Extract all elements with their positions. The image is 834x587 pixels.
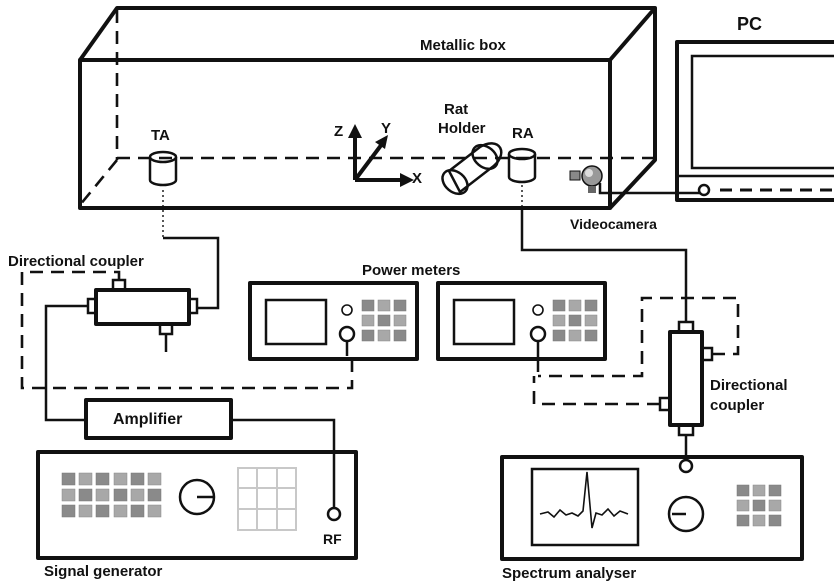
- directional-coupler-right-label-line1: Directional: [710, 377, 788, 394]
- signal-generator-label: Signal generator: [44, 563, 163, 580]
- directional-coupler-left-label: Directional coupler: [8, 253, 144, 270]
- power-meters-label: Power meters: [362, 262, 460, 279]
- signal-generator: [36, 450, 358, 560]
- directional-coupler-right: [658, 320, 714, 437]
- rat-holder-label-line2: Holder: [438, 120, 486, 137]
- spectrum-analyser-label: Spectrum analyser: [502, 565, 636, 582]
- receiving-antenna-icon: [507, 147, 537, 184]
- rat-holder-icon: [441, 142, 503, 196]
- rf-label: RF: [323, 531, 342, 547]
- spectrum-analyser: [500, 455, 804, 561]
- directional-coupler-left: [86, 278, 199, 352]
- transmitting-antenna-icon: [148, 150, 178, 187]
- axis-z-label: Z: [334, 123, 343, 140]
- ra-label: RA: [512, 125, 534, 142]
- power-meter-left: [248, 281, 419, 361]
- axis-x-label: X: [412, 170, 422, 187]
- metallic-box-label: Metallic box: [420, 37, 507, 54]
- amplifier-label: Amplifier: [113, 411, 182, 428]
- pc-monitor-icon: [675, 40, 834, 202]
- ta-label: TA: [151, 127, 170, 144]
- coordinate-axes-icon: [348, 124, 414, 187]
- pc-label: PC: [737, 14, 762, 34]
- directional-coupler-right-label-line2: coupler: [710, 397, 764, 414]
- videocamera-icon: [569, 165, 603, 193]
- power-meter-right: [436, 281, 607, 372]
- rat-holder-label-line1: Rat: [444, 101, 468, 118]
- videocamera-label: Videocamera: [570, 216, 657, 232]
- axis-y-label: Y: [381, 120, 391, 137]
